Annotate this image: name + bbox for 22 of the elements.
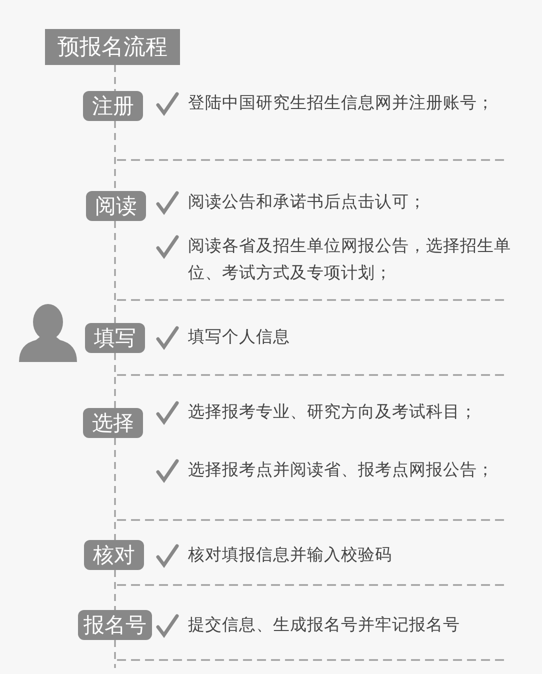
step-tag: 填写 — [85, 323, 145, 353]
step-text: 登陆中国研究生招生信息网并注册账号； — [188, 92, 495, 114]
timeline-line — [114, 65, 116, 91]
step-tag: 注册 — [83, 91, 143, 121]
step-text: 选择报考专业、研究方向及考试科目； — [188, 401, 478, 423]
timeline-line — [114, 353, 116, 408]
title-box: 预报名流程 — [45, 29, 180, 65]
step-tag: 选择 — [83, 408, 143, 438]
step-text: 选择报考点并阅读省、报考点网报公告； — [188, 459, 495, 481]
step-text: 阅读公告和承诺书后点击认可； — [188, 191, 427, 213]
step-tag: 核对 — [84, 540, 144, 570]
step-text: 核对填报信息并输入校验码 — [188, 544, 393, 566]
step-tag: 报名号 — [78, 610, 152, 640]
step-tag: 阅读 — [86, 191, 146, 221]
timeline-line — [114, 221, 116, 323]
timeline-line — [114, 121, 116, 191]
step-text: 填写个人信息 — [188, 326, 291, 348]
step-text: 提交信息、生成报名号并牢记报名号 — [188, 614, 461, 636]
timeline-line — [114, 438, 116, 540]
step-text: 阅读各省及招生单位网报公告，选择招生单位、考试方式及专项计划； — [188, 235, 512, 284]
timeline-line — [114, 640, 116, 668]
timeline-line — [114, 570, 116, 610]
